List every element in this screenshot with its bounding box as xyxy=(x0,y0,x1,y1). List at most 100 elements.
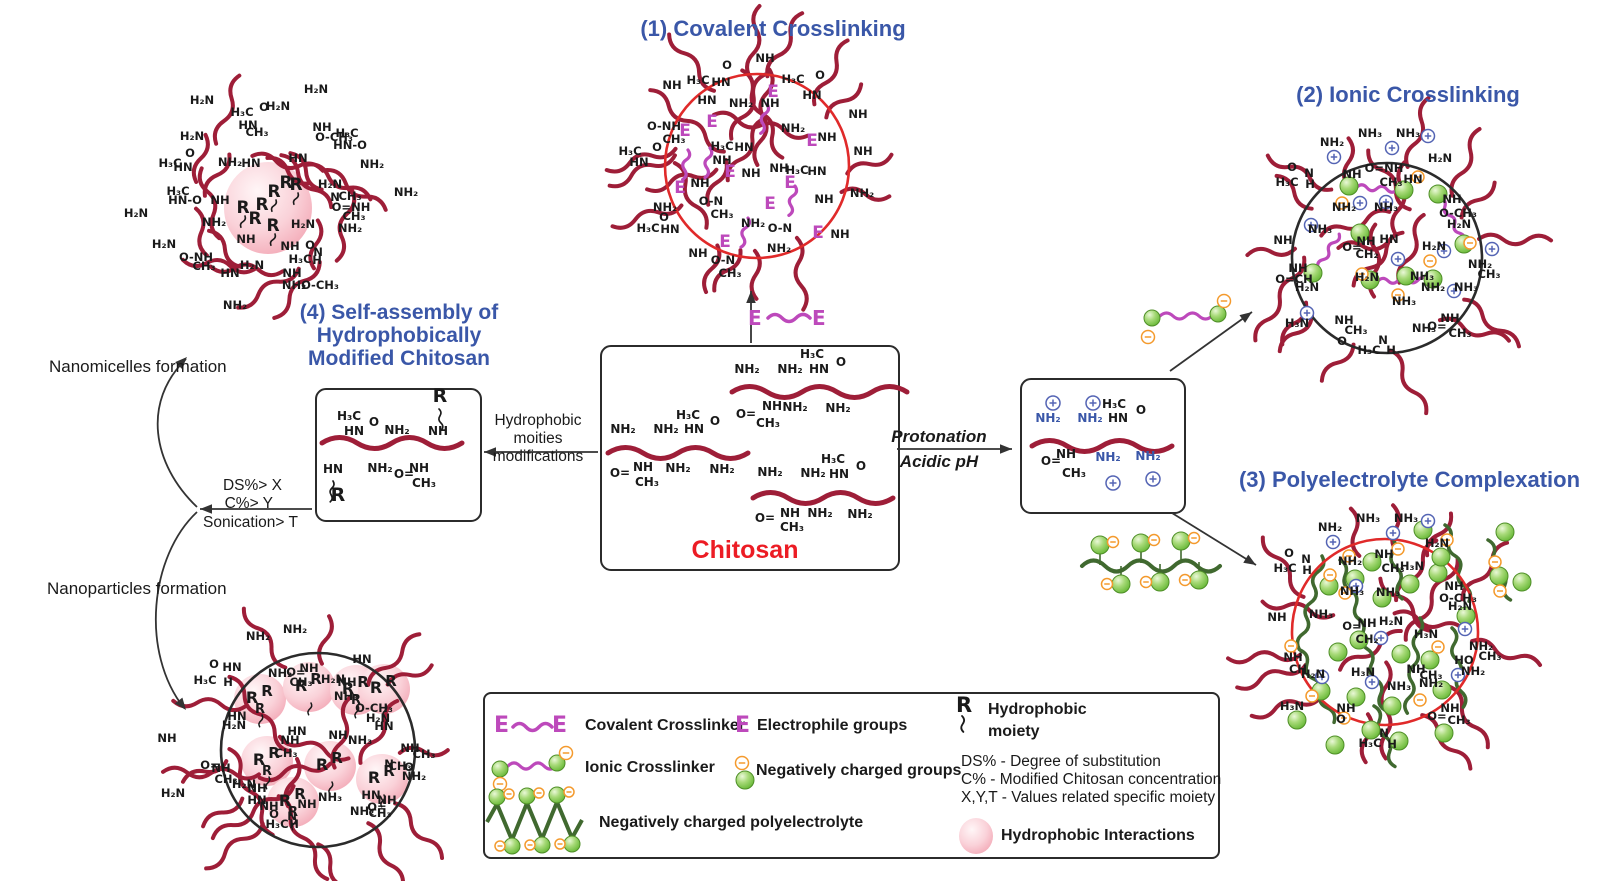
chem-label: HN-O xyxy=(168,193,202,207)
chem-label: NH xyxy=(337,675,356,689)
chem-label: CH₃ xyxy=(1477,267,1500,281)
chem-label: NH₃ xyxy=(318,790,342,804)
chem-label: O= xyxy=(1427,319,1446,333)
chem-label: O= xyxy=(286,665,305,679)
electrophile-mark: E xyxy=(724,162,736,182)
chem-label: NH xyxy=(853,144,872,158)
chem-label: NH xyxy=(741,166,760,180)
chem-label: NH₃ xyxy=(1309,607,1333,621)
legend-negatively-charged-polyelectrolyte: Negatively charged polyelectrolyte xyxy=(599,814,864,831)
chem-label: HN xyxy=(374,719,393,733)
chem-label: NH xyxy=(1283,650,1302,664)
chem-label: NH₃ xyxy=(1412,321,1436,335)
chem-label: H₃C xyxy=(686,73,709,87)
hydrophobic-moiety-mark: R xyxy=(268,744,280,762)
chem-label: HN xyxy=(173,160,192,174)
chem-label: NH₂ xyxy=(268,666,292,680)
chem-label: H₃C xyxy=(158,156,181,170)
hydrophobic-modification-label: Hydrophobic moities modifications xyxy=(477,412,599,466)
chem-label: HN xyxy=(287,724,306,738)
electrophile-mark: E xyxy=(767,82,779,102)
hydrophobic-mod-line3: modifications xyxy=(492,448,584,465)
chem-label: H₃C xyxy=(193,673,216,687)
chem-label: O-N xyxy=(711,253,735,267)
chem-label: NH xyxy=(688,246,707,260)
legend-covalent-crosslinker: Covalent Crosslinker xyxy=(585,717,746,734)
chem-label: NH₂ xyxy=(850,186,874,200)
chem-label: NH xyxy=(1288,261,1307,275)
chem-label: NH xyxy=(328,728,347,742)
chem-label: N xyxy=(1378,333,1388,347)
chem-label: H xyxy=(223,675,233,689)
chem-label: NH xyxy=(282,266,301,280)
chem-label: NH₂ xyxy=(223,298,247,312)
legend-c-definition: C% - Modified Chitosan concentration xyxy=(961,771,1222,788)
hydrophobic-moiety-mark: R xyxy=(385,672,397,690)
chem-label: CH₃ xyxy=(368,806,391,820)
chem-label: H₂N xyxy=(1422,239,1446,253)
chem-label: NH₂ xyxy=(202,215,226,229)
chem-label: O=NH xyxy=(332,200,371,214)
chem-label: CH₃ xyxy=(1447,713,1470,727)
chem-label: NH xyxy=(157,731,176,745)
chem-label: NH₂ xyxy=(653,200,677,214)
chem-label: HN xyxy=(288,151,307,165)
chem-label: H₂N xyxy=(266,99,290,113)
chem-label: NH₂ xyxy=(350,804,374,818)
chem-label: H₃C xyxy=(618,144,641,158)
chem-label: CH₃ xyxy=(338,189,361,203)
hydrophobic-moiety-mark: R xyxy=(267,182,280,202)
title-self-assembly-line2: Hydrophobically xyxy=(316,324,482,347)
electrophile-mark: E xyxy=(764,194,776,214)
chem-label: HN xyxy=(802,88,821,102)
chem-label: H xyxy=(1302,563,1312,577)
chem-label: H₃C xyxy=(1357,343,1380,357)
chem-label: H₃C xyxy=(265,817,288,831)
chem-label: NH xyxy=(299,661,318,675)
chem-label: HN-O xyxy=(333,138,367,152)
chem-label: NH xyxy=(1356,234,1375,248)
legend-moiety: moiety xyxy=(988,723,1040,740)
chem-label: NH xyxy=(662,78,681,92)
chem-label: NH₂ xyxy=(360,157,384,171)
chem-label: NH₂ xyxy=(283,622,307,636)
chem-label: O xyxy=(659,210,669,224)
chem-label: H xyxy=(289,817,299,831)
chem-label: NH₂ xyxy=(1332,200,1356,214)
hydrophobic-moiety-mark: R xyxy=(248,209,261,229)
chem-label: H₂N xyxy=(1425,536,1449,550)
hydrophobic-moiety-mark: R xyxy=(316,755,328,774)
chem-label: NH₂ xyxy=(402,769,426,783)
hydrophobic-moiety-mark: R xyxy=(289,175,302,195)
chem-label: H xyxy=(1305,177,1315,191)
hydrophobic-moiety-mark: R xyxy=(310,670,322,688)
chem-label: HN xyxy=(361,788,380,802)
chem-label: NH₃ xyxy=(1394,511,1418,525)
chem-label: H₂N xyxy=(1301,667,1325,681)
legend-hydrophobic-r-icon: R xyxy=(956,693,973,717)
chem-label: HN xyxy=(1379,232,1398,246)
chem-label: H₃C xyxy=(785,163,808,177)
chem-label: O= xyxy=(1342,240,1361,254)
chem-label: H₂N xyxy=(1448,599,1472,613)
chem-label: H₃N xyxy=(1285,316,1309,330)
chem-label: H₃C xyxy=(1358,736,1381,750)
chem-label: NH₂ xyxy=(1421,280,1445,294)
chem-label: NH xyxy=(769,161,788,175)
chem-label: H₂N xyxy=(152,237,176,251)
nanomicelles-formation-label: Nanomicelles formation xyxy=(49,357,227,376)
chem-label: H₂N xyxy=(240,258,264,272)
chem-label: CH₃ xyxy=(1478,649,1501,663)
hydrophobic-moiety-mark: R xyxy=(255,702,265,717)
ds-condition-label: DS%> X xyxy=(222,477,282,494)
hydrophobic-moiety-mark: R xyxy=(351,693,361,708)
chem-label: O xyxy=(305,238,315,252)
legend-hydrophobic-interactions: Hydrophobic Interactions xyxy=(1001,827,1195,844)
title-ionic-crosslinking: (2) Ionic Crosslinking xyxy=(1296,82,1520,107)
chem-label: H₂N xyxy=(1428,151,1452,165)
legend-hydrophobic: Hydrophobic xyxy=(988,701,1087,718)
chem-label: O-CH₃ xyxy=(1439,206,1477,220)
legend-xyt-definition: X,Y,T - Values related specific moiety xyxy=(961,789,1216,806)
chem-label: O xyxy=(815,68,825,82)
